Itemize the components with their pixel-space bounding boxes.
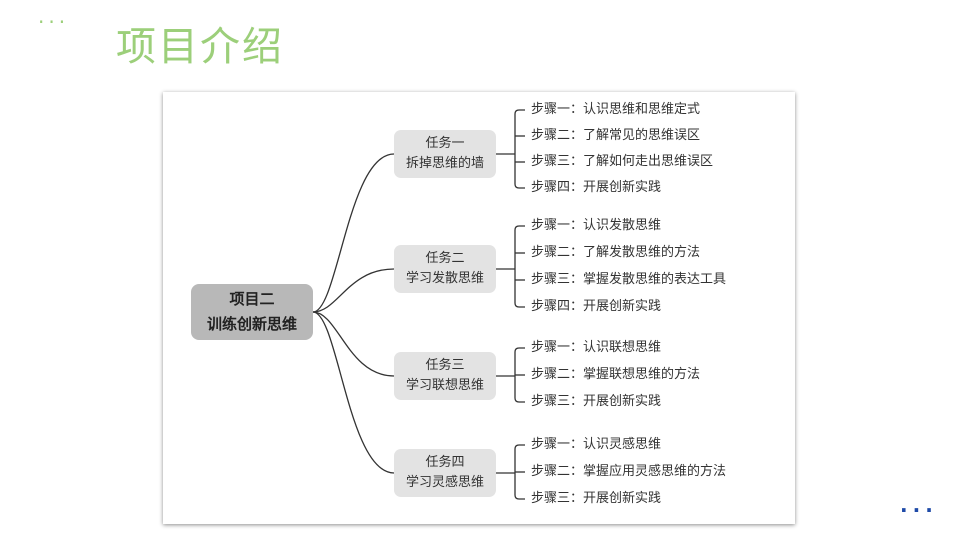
- mindmap-diagram: 项目二 训练创新思维 任务一 拆掉思维的墙 步骤一：认识思维和思维定式 步骤二：…: [163, 92, 795, 524]
- task-node-1: 任务一 拆掉思维的墙: [394, 130, 496, 178]
- step-item: 步骤一：认识灵感思维: [531, 437, 662, 452]
- step-item: 步骤二：掌握联想思维的方法: [531, 367, 701, 382]
- task-node-3: 任务三 学习联想思维: [394, 352, 496, 400]
- step-item: 步骤三：掌握发散思维的表达工具: [531, 272, 727, 287]
- root-to-task-connector: [312, 268, 395, 313]
- step-item: 步骤二：掌握应用灵感思维的方法: [531, 464, 727, 479]
- task-node-subtitle: 学习联想思维: [405, 378, 484, 393]
- step-item: 步骤四：开展创新实践: [531, 180, 662, 195]
- task-node-title: 任务三: [425, 358, 465, 373]
- decorative-dots: ···: [38, 10, 70, 34]
- step-item: 步骤四：开展创新实践: [531, 299, 662, 314]
- task-node-title: 任务四: [425, 455, 465, 470]
- step-bracket: [514, 225, 525, 308]
- task-node-subtitle: 学习灵感思维: [405, 475, 484, 490]
- decorative-dots: ···: [900, 498, 938, 522]
- task-node-subtitle: 学习发散思维: [405, 271, 484, 286]
- step-item: 步骤一：认识发散思维: [531, 218, 662, 233]
- step-item: 步骤三：了解如何走出思维误区: [531, 154, 714, 169]
- step-item: 步骤二：了解常见的思维误区: [531, 128, 701, 143]
- task-node-title: 任务二: [425, 251, 465, 266]
- step-item: 步骤一：认识联想思维: [531, 340, 662, 355]
- step-item: 步骤二：了解发散思维的方法: [531, 245, 701, 260]
- root-node-line1: 项目二: [229, 290, 275, 308]
- step-item: 步骤三：开展创新实践: [531, 394, 662, 409]
- mindmap-connectors: [312, 109, 525, 500]
- root-to-task-connector: [312, 153, 395, 313]
- page-title: 项目介绍: [116, 24, 284, 70]
- step-item: 步骤一：认识思维和思维定式: [531, 102, 701, 117]
- step-item: 步骤三：开展创新实践: [531, 491, 662, 506]
- step-bracket: [514, 109, 525, 189]
- root-to-task-connector: [312, 311, 395, 474]
- root-node: 项目二 训练创新思维: [191, 284, 313, 340]
- root-node-line2: 训练创新思维: [206, 315, 297, 333]
- task-node-title: 任务一: [425, 136, 465, 151]
- task-node-2: 任务二 学习发散思维: [394, 245, 496, 293]
- root-to-task-connector: [312, 311, 395, 377]
- task-node-4: 任务四 学习灵感思维: [394, 449, 496, 497]
- task-node-subtitle: 拆掉思维的墙: [405, 156, 484, 171]
